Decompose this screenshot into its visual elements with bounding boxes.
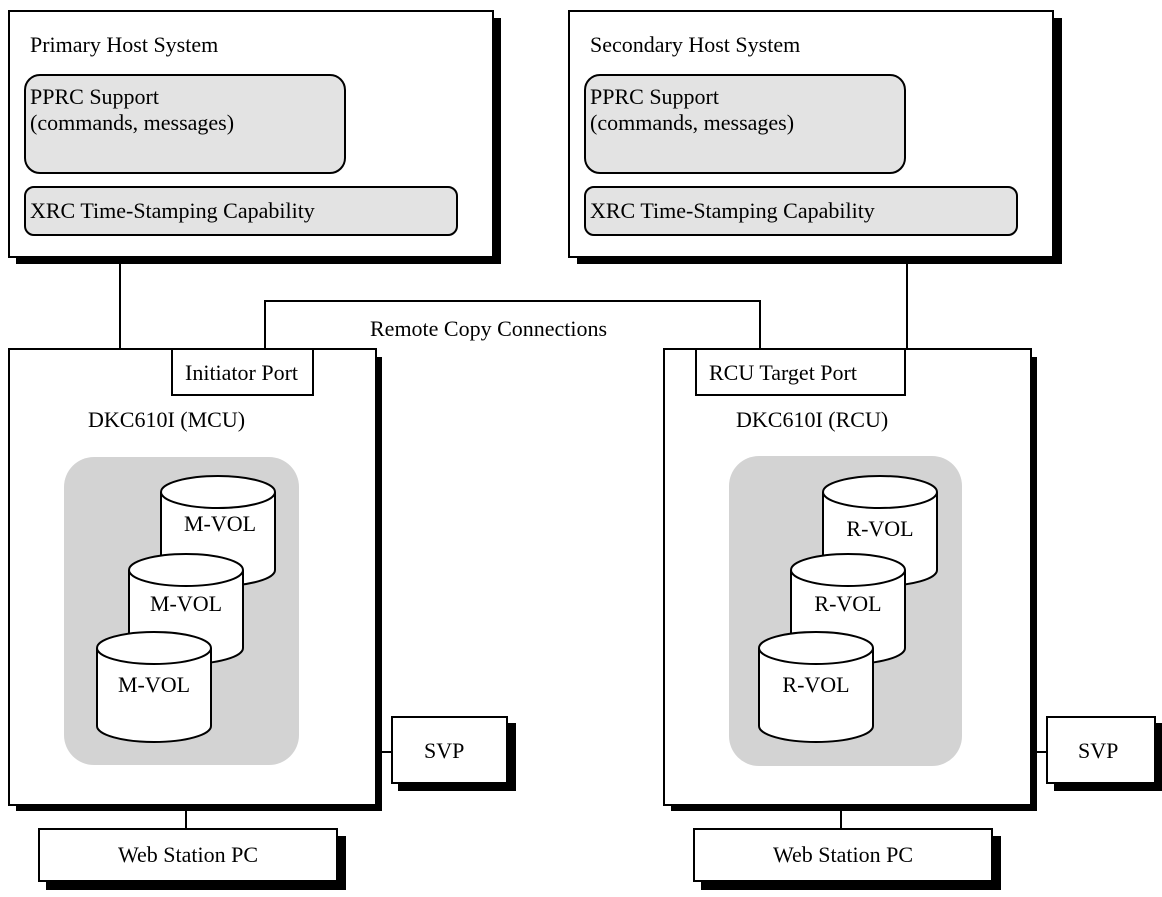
primary-host-to-mcu-line	[119, 258, 121, 350]
remote-copy-line-top	[264, 300, 761, 302]
primary-pprc-line2: (commands, messages)	[30, 110, 235, 135]
rcu-volume-3-label: R-VOL	[782, 672, 850, 697]
primary-pprc-line1: PPRC Support	[30, 84, 159, 109]
mcu-svp-label: SVP	[424, 738, 465, 763]
rcu-target-port: RCU Target Port	[695, 348, 906, 396]
mcu-title: DKC610I (MCU)	[88, 407, 246, 432]
remote-copy-connections-label: Remote Copy Connections	[370, 316, 608, 341]
mcu-web-station-label: Web Station PC	[117, 842, 258, 867]
secondary-pprc-support: PPRC Support (commands, messages)	[584, 74, 906, 174]
rcu-volume-2-label: R-VOL	[814, 591, 882, 616]
mcu-webstation-line	[185, 805, 187, 829]
remote-copy-line-left	[264, 300, 266, 352]
mcu-volume-3	[96, 631, 212, 743]
secondary-xrc-label: XRC Time-Stamping Capability	[590, 198, 875, 223]
initiator-port-label: Initiator Port	[185, 360, 299, 385]
rcu-title: DKC610I (RCU)	[736, 407, 889, 432]
remote-copy-line-right	[759, 300, 761, 352]
secondary-host-to-rcu-line	[906, 258, 908, 350]
rcu-webstation-line	[840, 805, 842, 829]
rcu-web-station-label: Web Station PC	[772, 842, 913, 867]
secondary-pprc-line2: (commands, messages)	[590, 110, 795, 135]
mcu-volume-3-label: M-VOL	[117, 672, 191, 697]
primary-pprc-support: PPRC Support (commands, messages)	[24, 74, 346, 174]
secondary-xrc-capability: XRC Time-Stamping Capability	[584, 186, 1018, 236]
primary-xrc-capability: XRC Time-Stamping Capability	[24, 186, 458, 236]
mcu-volume-2-label: M-VOL	[149, 591, 223, 616]
rcu-svp-line	[1030, 751, 1048, 753]
initiator-port: Initiator Port	[171, 348, 314, 396]
rcu-volume-1-label: R-VOL	[846, 516, 914, 541]
secondary-pprc-line1: PPRC Support	[590, 84, 719, 109]
mcu-svp-line	[375, 751, 393, 753]
rcu-svp-label: SVP	[1078, 738, 1119, 763]
rcu-volume-3	[758, 631, 874, 743]
mcu-volume-1-label: M-VOL	[183, 511, 257, 536]
secondary-host-title: Secondary Host System	[590, 32, 801, 57]
rcu-target-port-label: RCU Target Port	[709, 360, 857, 385]
primary-host-title: Primary Host System	[30, 32, 219, 57]
primary-xrc-label: XRC Time-Stamping Capability	[30, 198, 315, 223]
